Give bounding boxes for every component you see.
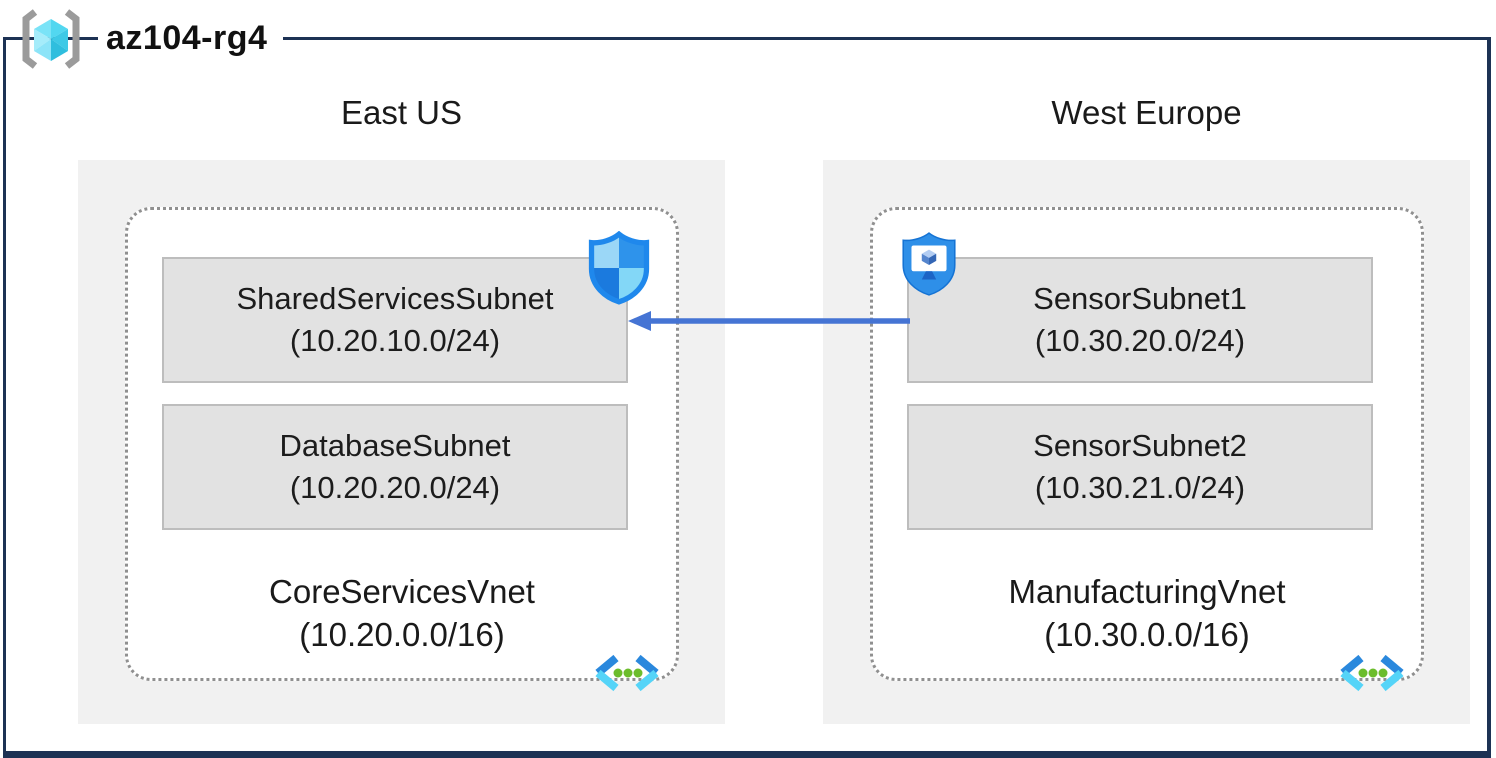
subnet-cidr: (10.20.10.0/24) (289, 323, 501, 358)
virtual-network-icon (595, 654, 659, 692)
subnet-sensor2: SensorSubnet2 (10.30.21.0/24) (907, 404, 1373, 530)
application-security-group-shield-icon (902, 232, 956, 296)
subnet-name: SharedServicesSubnet (236, 281, 554, 316)
subnet-sharedservices: SharedServicesSubnet (10.20.10.0/24) (162, 257, 628, 383)
resource-group-frame (3, 37, 1491, 758)
resource-group-icon (22, 9, 80, 69)
virtual-network-icon (1340, 654, 1404, 692)
vnet-name: CoreServicesVnet (269, 573, 535, 610)
resource-group-title: az104-rg4 (98, 15, 284, 61)
region-label-west-europe: West Europe (1051, 94, 1242, 131)
subnet-name: DatabaseSubnet (279, 428, 511, 463)
subnet-database: DatabaseSubnet (10.20.20.0/24) (162, 404, 628, 530)
subnet-cidr: (10.30.21.0/24) (1034, 470, 1246, 505)
vnet-name: ManufacturingVnet (1008, 573, 1286, 610)
vnet-label-coreservices: CoreServicesVnet (10.20.0.0/16) (125, 570, 679, 656)
subnet-name: SensorSubnet1 (1033, 281, 1247, 316)
vnet-label-manufacturing: ManufacturingVnet (10.30.0.0/16) (870, 570, 1424, 656)
network-security-group-shield-icon (588, 231, 650, 305)
subnet-name: SensorSubnet2 (1033, 428, 1247, 463)
vnet-cidr: (10.30.0.0/16) (1044, 616, 1250, 653)
peering-arrow (628, 311, 910, 331)
subnet-cidr: (10.30.20.0/24) (1034, 323, 1246, 358)
subnet-cidr: (10.20.20.0/24) (289, 470, 501, 505)
vnet-cidr: (10.20.0.0/16) (299, 616, 505, 653)
region-label-east-us: East US (340, 94, 463, 131)
subnet-sensor1: SensorSubnet1 (10.30.20.0/24) (907, 257, 1373, 383)
